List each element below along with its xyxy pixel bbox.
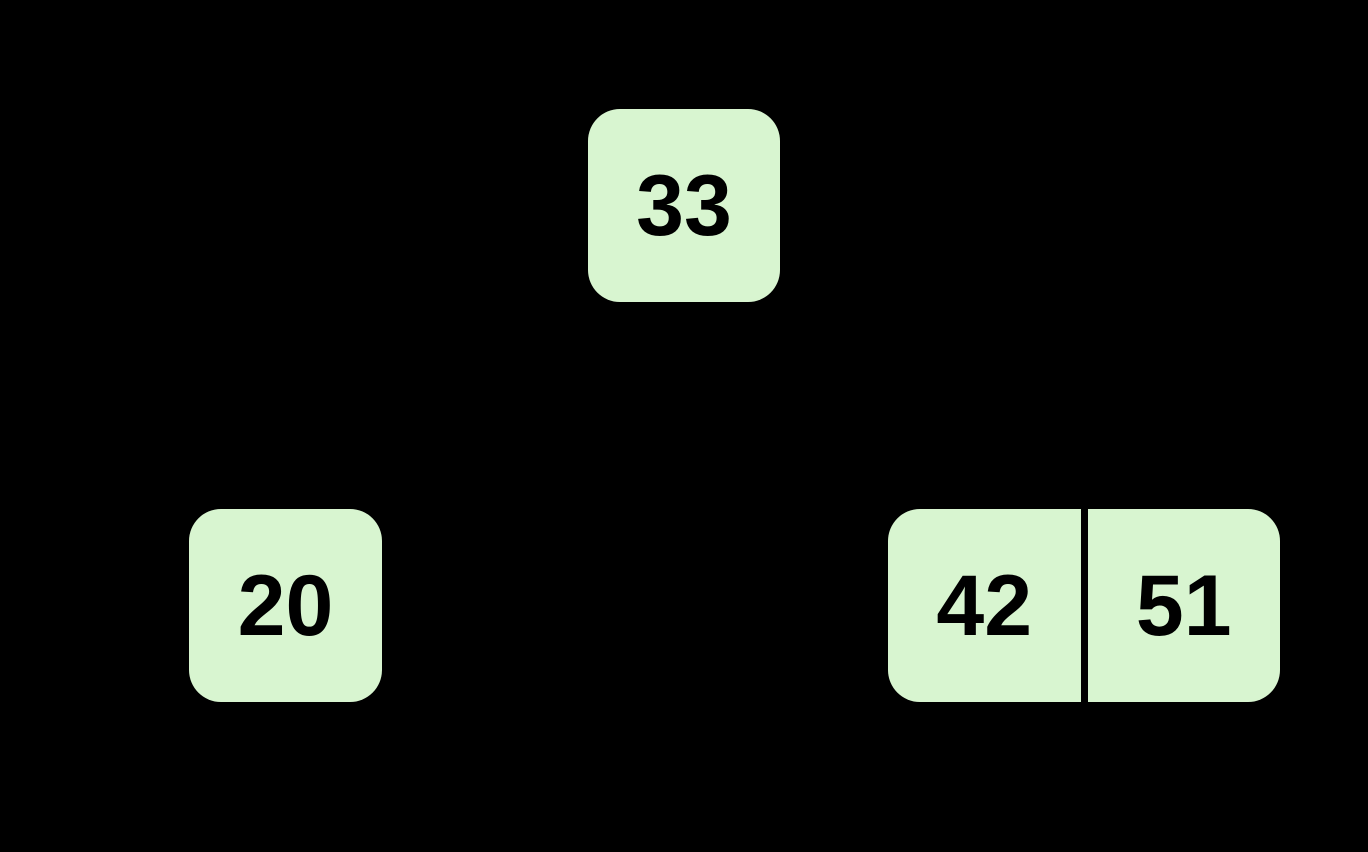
- btree-right-child-key-1: 42: [936, 557, 1033, 654]
- btree-left-child-node: 20: [189, 509, 382, 702]
- btree-root-node: 33: [588, 109, 780, 302]
- btree-root-key: 33: [636, 157, 732, 254]
- btree-left-child-key: 20: [237, 557, 334, 654]
- key-divider: [1080, 509, 1088, 702]
- btree-right-child-node: 42 51: [888, 509, 1280, 702]
- btree-right-child-key-2: 51: [1135, 557, 1232, 654]
